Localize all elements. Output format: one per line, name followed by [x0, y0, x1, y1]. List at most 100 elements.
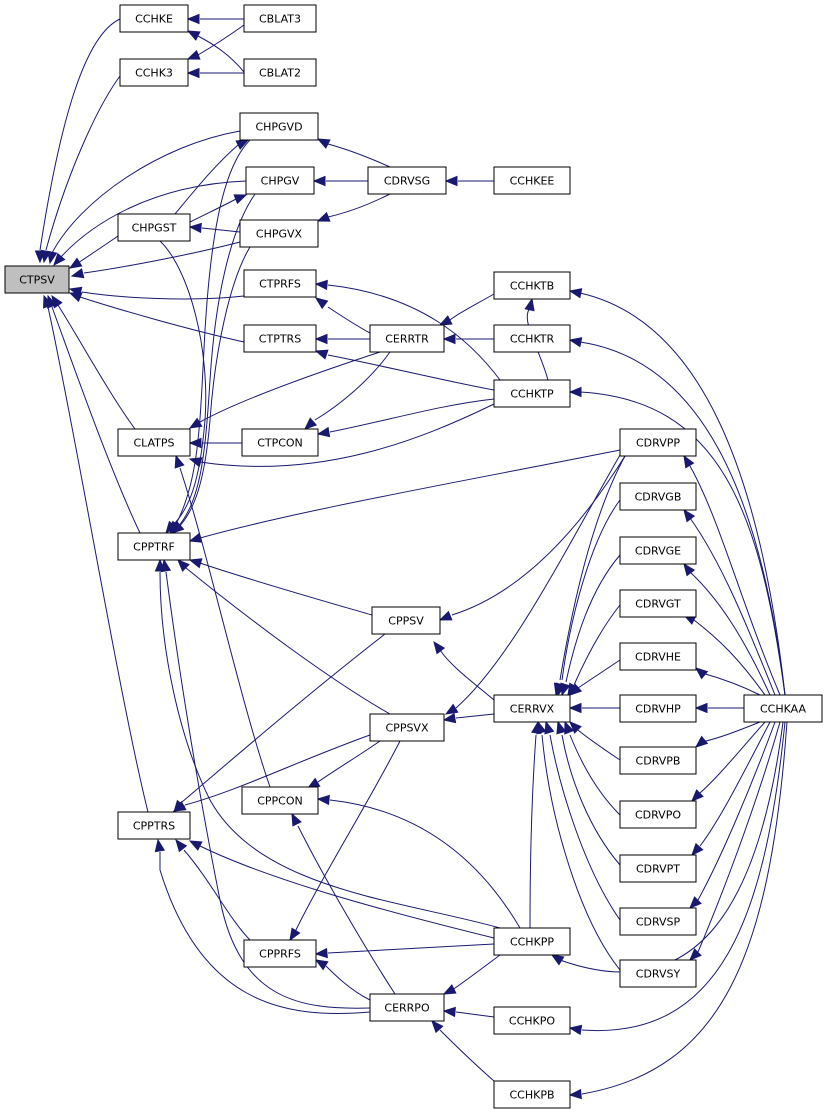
node-cchk3[interactable]: CCHK3	[119, 58, 189, 87]
node-label: CTPTRS	[259, 333, 301, 346]
edge-cppcon-to-clatps	[174, 454, 271, 788]
node-cdrvgb[interactable]: CDRVGB	[619, 482, 697, 511]
edge-ctprfs-to-ctpsv	[68, 286, 245, 300]
node-label: CTPCON	[257, 437, 303, 450]
edge-cchkaa-to-cdrvsy	[689, 721, 781, 961]
edge-cchkaa-to-cdrvhp	[694, 702, 744, 714]
edge-cchkaa-to-cdrvhe	[694, 667, 761, 696]
node-cdrvpp[interactable]: CDRVPP	[619, 428, 697, 457]
edge-cpptrs-to-ctpsv	[43, 294, 149, 813]
node-cblat3[interactable]: CBLAT3	[243, 4, 317, 33]
node-label: CPPTRS	[133, 820, 175, 833]
edge-cdrvsg-to-chpgvd	[316, 138, 391, 168]
node-label: CCHKTP	[510, 388, 554, 401]
node-label: CPPRFS	[259, 948, 301, 961]
node-label: CDRVPT	[636, 863, 680, 876]
edge-cchktp-to-ctprfs	[314, 279, 501, 381]
node-clatps[interactable]: CLATPS	[117, 428, 191, 457]
edge-cerrvx-to-cppsvx	[442, 712, 495, 724]
edge-cchkaa-to-cdrvpb	[694, 721, 761, 748]
node-cchkaa[interactable]: CCHKAA	[743, 694, 823, 723]
node-ctptrs[interactable]: CTPTRS	[243, 324, 317, 353]
node-cchke[interactable]: CCHKE	[119, 4, 189, 33]
edge-cchkaa-to-cchktb	[568, 288, 786, 696]
edge-cchkaa-to-cdrvgb	[683, 508, 776, 696]
edge-chpgst-to-chpgv	[189, 194, 248, 223]
node-cchkpo[interactable]: CCHKPO	[493, 1006, 571, 1035]
node-cdrvhp[interactable]: CDRVHP	[619, 694, 697, 723]
edge-cppsv-to-cpptrf	[188, 558, 373, 616]
node-cpptrf[interactable]: CPPTRF	[117, 532, 191, 561]
node-cppsv[interactable]: CPPSV	[371, 606, 441, 635]
node-label: CDRVGE	[635, 545, 681, 558]
edge-cblat3-to-cchk3	[186, 24, 245, 60]
node-cerrtr[interactable]: CERRTR	[369, 324, 445, 353]
edge-cchkpp-to-cerrpo	[442, 954, 501, 995]
edge-cerrpo-to-cpptrs	[154, 838, 371, 1015]
edge-cchktp-to-ctptrs	[314, 349, 495, 391]
node-label: CERRVX	[510, 703, 555, 716]
node-cdrvgt[interactable]: CDRVGT	[619, 589, 697, 618]
node-cdrvpt[interactable]: CDRVPT	[619, 854, 697, 883]
node-chpgst[interactable]: CHPGST	[117, 213, 191, 242]
edge-clatps-to-ctpsv	[51, 294, 136, 430]
node-cchkpb[interactable]: CCHKPB	[493, 1080, 571, 1109]
edge-cerrtr-to-ctptrs	[314, 333, 370, 345]
node-cdrvpb[interactable]: CDRVPB	[619, 746, 697, 775]
node-cblat2[interactable]: CBLAT2	[243, 58, 317, 87]
edge-cdrvpp-to-cppsv	[438, 455, 626, 621]
edge-cerrtr-to-ctprfs	[314, 297, 371, 334]
node-label: CHPGVX	[256, 228, 303, 241]
node-cchktp[interactable]: CCHKTP	[493, 379, 571, 408]
node-label: CBLAT2	[259, 67, 301, 80]
node-cerrpo[interactable]: CERRPO	[369, 993, 445, 1022]
node-cchkee[interactable]: CCHKEE	[493, 166, 571, 195]
edge-cchk3-to-ctpsv	[40, 75, 121, 264]
node-ctpsv[interactable]: CTPSV	[4, 265, 70, 294]
edge-cdrvpp-to-cpptrf	[188, 449, 621, 543]
node-label: CPPCON	[257, 795, 303, 808]
node-label: CCHKAA	[760, 703, 806, 716]
node-cchktr[interactable]: CCHKTR	[493, 324, 571, 353]
node-chpgvx[interactable]: CHPGVX	[239, 219, 319, 248]
node-cdrvsy[interactable]: CDRVSY	[619, 959, 697, 988]
node-cpprfs[interactable]: CPPRFS	[243, 939, 317, 968]
edge-cerrtr-to-ctpcon	[304, 351, 391, 430]
edge-cerrpo-to-cpprfs	[314, 959, 371, 1001]
node-cchktb[interactable]: CCHKTB	[493, 271, 571, 300]
edge-cblat3-to-cchke	[186, 13, 244, 25]
node-cdrvsg[interactable]: CDRVSG	[367, 166, 447, 195]
node-cerrvx[interactable]: CERRVX	[493, 694, 571, 723]
node-label: CHPGST	[132, 222, 177, 235]
node-cdrvpo[interactable]: CDRVPO	[619, 800, 697, 829]
edge-chpgst-to-ctpsv	[68, 235, 119, 269]
node-label: CCHKE	[135, 13, 173, 26]
node-label: CDRVPP	[636, 437, 680, 450]
edge-cchkpp-to-cpprfs	[314, 943, 495, 959]
node-cpptrs[interactable]: CPPTRS	[117, 811, 191, 840]
node-label: CDRVGB	[635, 491, 682, 504]
edge-cdrvhp-to-cerrvx	[568, 702, 620, 714]
node-cppsvx[interactable]: CPPSVX	[369, 713, 445, 742]
node-chpgv[interactable]: CHPGV	[245, 166, 315, 195]
edge-cdrvsg-to-chpgv	[312, 175, 368, 187]
node-ctpcon[interactable]: CTPCON	[241, 428, 319, 457]
edge-cppsvx-to-cpptrf	[177, 559, 391, 715]
node-chpgvd[interactable]: CHPGVD	[239, 112, 319, 141]
node-cdrvge[interactable]: CDRVGE	[619, 536, 697, 565]
node-label: CDRVGT	[635, 598, 681, 611]
edge-cdrvgb-to-cerrvx	[555, 499, 621, 697]
node-label: CPPSVX	[386, 722, 429, 735]
edge-cppsvx-to-cpprfs	[289, 740, 401, 942]
node-cppcon[interactable]: CPPCON	[241, 786, 319, 815]
node-label: CDRVSY	[636, 968, 681, 981]
node-cchkpp[interactable]: CCHKPP	[493, 927, 571, 956]
edge-cchkaa-to-cchkpb	[568, 721, 788, 1100]
edge-cchktr-to-cerrtr	[442, 333, 494, 345]
node-ctprfs[interactable]: CTPRFS	[243, 269, 317, 298]
edge-cerrtr-to-clatps	[188, 351, 381, 429]
node-cdrvsp[interactable]: CDRVSP	[619, 907, 697, 936]
node-cdrvhe[interactable]: CDRVHE	[619, 642, 697, 671]
edge-cchkpb-to-cerrpo	[431, 1020, 495, 1082]
